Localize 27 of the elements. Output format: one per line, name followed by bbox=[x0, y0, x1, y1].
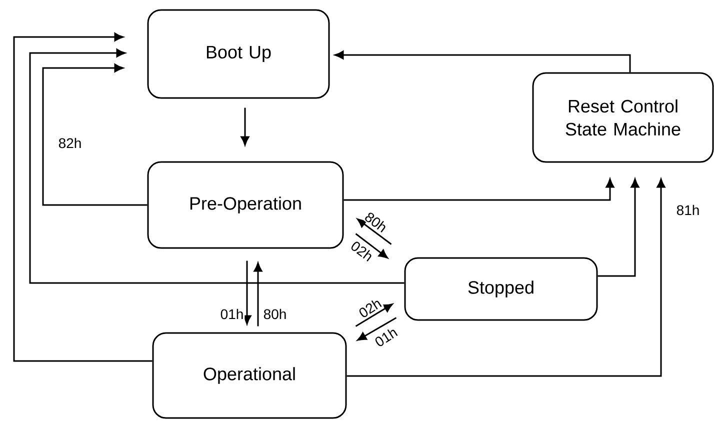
arrow bbox=[240, 108, 250, 146]
arrow bbox=[355, 304, 393, 327]
arrow bbox=[357, 317, 397, 341]
edge-label: 02h bbox=[356, 296, 384, 320]
arrow bbox=[355, 233, 388, 258]
arrow bbox=[334, 50, 631, 72]
state-box: Reset Control State Machine bbox=[532, 72, 714, 163]
state-box: Operational bbox=[152, 332, 347, 419]
arrow bbox=[254, 262, 262, 326]
arrow bbox=[13, 32, 152, 362]
edge-label: 80h bbox=[362, 209, 390, 235]
edge-label: 80h bbox=[262, 308, 288, 320]
edge-label: 01h bbox=[219, 308, 245, 320]
edge-label: 81h bbox=[675, 204, 701, 216]
arrow bbox=[29, 48, 404, 284]
state-box: Stopped bbox=[404, 257, 598, 321]
arrow bbox=[598, 178, 640, 277]
arrow bbox=[344, 178, 614, 201]
arrow bbox=[357, 218, 392, 245]
arrow bbox=[346, 178, 666, 377]
state-box: Boot Up bbox=[147, 9, 330, 99]
edge-label: 02h bbox=[348, 238, 376, 264]
edge-label: 01h bbox=[372, 324, 400, 350]
edge-label: 82h bbox=[57, 136, 83, 150]
arrow bbox=[42, 64, 148, 206]
arrow bbox=[242, 260, 252, 324]
state-box: Pre-Operation bbox=[147, 161, 344, 249]
